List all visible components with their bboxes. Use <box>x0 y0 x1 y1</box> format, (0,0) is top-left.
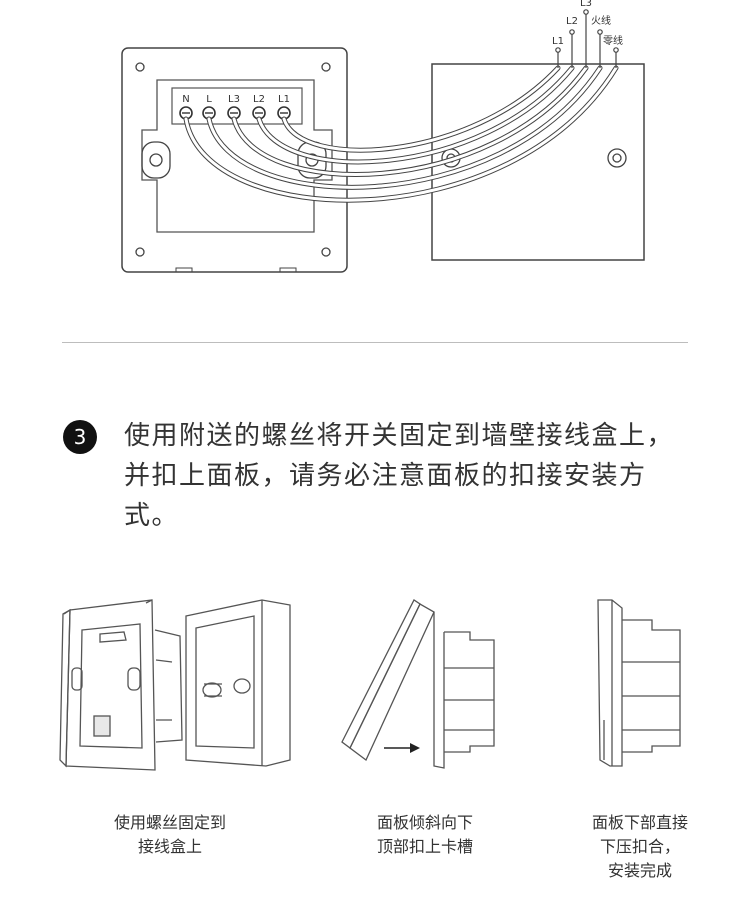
corner-screw-icon <box>135 247 145 257</box>
terminal-label: L <box>206 94 212 105</box>
box-screw-right <box>607 148 627 168</box>
caption-line: 安装完成 <box>607 861 672 880</box>
wire-l1 <box>281 65 561 153</box>
caption-line: 接线盒上 <box>137 837 202 856</box>
wiring-diagram: N L L3 L2 L1 <box>121 0 645 273</box>
switch-back-plate <box>121 47 348 273</box>
inner-frame <box>141 79 333 233</box>
terminal-l3: L3 <box>227 94 241 120</box>
corner-screw-icon <box>321 247 331 257</box>
arrow-right-icon <box>384 743 420 753</box>
wire-label-l1: L1 <box>552 36 564 47</box>
caption-press-panel: 面板下部直接 下压扣合， 安装完成 <box>560 811 720 883</box>
corner-screw-icon <box>321 62 331 72</box>
caption-tilt-panel: 面板倾斜向下 顶部扣上卡槽 <box>345 811 505 859</box>
caption-line: 面板倾斜向下 <box>376 813 473 832</box>
terminal-l2: L2 <box>252 94 266 120</box>
fig-back-plate <box>59 599 183 771</box>
wire-label-l2: L2 <box>566 16 578 27</box>
fig-panel-installed <box>597 599 681 767</box>
caption-line: 使用螺丝固定到 <box>113 813 226 832</box>
wire-l2 <box>256 65 575 165</box>
section-divider <box>62 342 688 343</box>
caption-line: 下压扣合， <box>599 837 680 856</box>
junction-box <box>431 63 645 261</box>
wire-label-neutral: 零线 <box>603 34 623 47</box>
terminal-l1: L1 <box>277 94 291 120</box>
step-number-badge: 3 <box>63 420 97 454</box>
terminal-label: L2 <box>253 94 265 105</box>
corner-screw-icon <box>135 62 145 72</box>
wire-label-l3: L3 <box>580 0 592 9</box>
step-instruction: 使用附送的螺丝将开关固定到墙壁接线盒上，并扣上面板，请务必注意面板的扣接安装方式… <box>124 421 675 531</box>
caption-line: 面板下部直接 <box>591 813 688 832</box>
terminal-l: L <box>202 94 216 120</box>
caption-line: 顶部扣上卡槽 <box>376 837 473 856</box>
install-illustrations <box>59 599 681 771</box>
wire-label-live: 火线 <box>591 14 611 27</box>
mount-hole-left <box>141 141 171 179</box>
fig-panel-tilt <box>341 599 495 769</box>
terminal-label: L1 <box>278 94 290 105</box>
terminal-label: N <box>182 94 189 105</box>
caption-fix-screws: 使用螺丝固定到 接线盒上 <box>90 811 250 859</box>
terminal-n: N <box>179 94 193 120</box>
fig-wall-box <box>185 599 291 767</box>
terminal-label: L3 <box>228 94 240 105</box>
